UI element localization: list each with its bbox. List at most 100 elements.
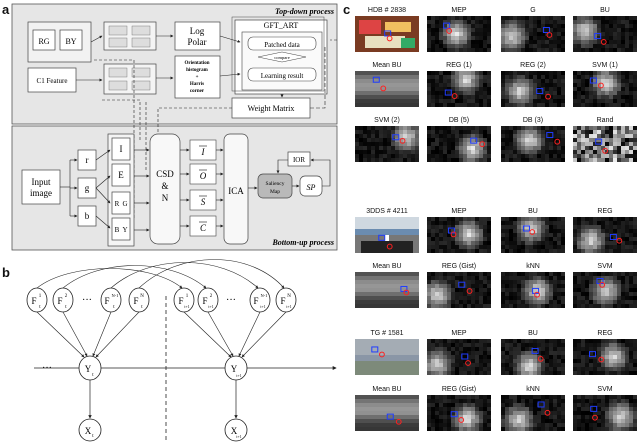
saliency-map-image xyxy=(427,272,491,308)
result-map-label: BU xyxy=(528,330,538,337)
ica-box xyxy=(223,133,249,245)
svg-text:CSD: CSD xyxy=(156,169,174,179)
svg-text:Learning result: Learning result xyxy=(261,72,304,80)
predicted-fixation-marker xyxy=(384,30,392,37)
svg-text:t+1: t+1 xyxy=(286,304,291,309)
svg-text:Orientation: Orientation xyxy=(185,61,210,66)
svg-text:&: & xyxy=(161,181,168,191)
ior-box xyxy=(287,151,311,167)
predicted-fixation-marker xyxy=(594,33,602,40)
bottom-up-title: Bottom-up process xyxy=(271,238,334,247)
panel-letter-c: c xyxy=(343,2,351,17)
svg-text:I: I xyxy=(120,144,123,154)
predicted-fixation-marker xyxy=(532,287,540,294)
human-fixation-marker xyxy=(534,291,540,298)
human-fixation-marker xyxy=(380,85,387,92)
predicted-fixation-marker xyxy=(588,351,596,358)
svg-text:F: F xyxy=(133,296,138,306)
human-fixation-marker xyxy=(529,229,536,235)
human-fixation-marker xyxy=(386,35,393,42)
svg-text:F: F xyxy=(253,296,258,306)
result-map-label: BU xyxy=(600,7,610,14)
learning-result-box xyxy=(247,67,317,82)
svg-text:t: t xyxy=(65,305,67,310)
svg-text:O: O xyxy=(200,171,207,181)
svg-text:F: F xyxy=(104,296,109,306)
svg-text:corner: corner xyxy=(190,89,205,94)
saliency-map-image xyxy=(501,272,565,308)
saliency-map-image xyxy=(355,126,419,162)
predicted-fixation-marker xyxy=(461,353,469,360)
by-channel-box xyxy=(111,217,131,241)
saliency-map-image xyxy=(501,16,565,52)
result-map-label: HDB # 2838 xyxy=(367,7,407,14)
rg-channel-box xyxy=(111,191,131,215)
human-fixation-marker xyxy=(466,288,473,294)
result-map-label: MEP xyxy=(451,7,467,14)
saliency-map-image xyxy=(355,71,419,107)
predicted-fixation-marker xyxy=(392,134,400,141)
result-map-label: Rand xyxy=(596,117,614,124)
predicted-fixation-marker xyxy=(542,27,550,34)
human-fixation-marker xyxy=(446,28,453,34)
predicted-fixation-marker xyxy=(531,347,539,354)
svg-text:X: X xyxy=(85,426,92,436)
svg-text:t+1: t+1 xyxy=(208,304,213,309)
human-fixation-marker xyxy=(479,141,486,148)
predicted-fixation-marker xyxy=(444,89,452,96)
predicted-fixation-marker xyxy=(609,233,617,240)
scene-image xyxy=(355,339,419,375)
result-map-label: Mean BU xyxy=(372,263,402,270)
patched-data-box xyxy=(247,36,317,51)
predicted-fixation-marker xyxy=(458,281,466,288)
predicted-fixation-marker xyxy=(450,411,458,418)
human-fixation-marker xyxy=(458,417,465,423)
predicted-fixation-marker xyxy=(536,88,544,95)
svg-text:BY: BY xyxy=(65,37,76,46)
svg-text:Map: Map xyxy=(270,189,280,195)
result-map-label: SVM xyxy=(597,263,613,270)
svg-text:histogram: histogram xyxy=(186,68,209,73)
panel-letter-b: b xyxy=(2,265,10,280)
svg-text:Log: Log xyxy=(190,26,205,36)
result-map-label: REG (1) xyxy=(446,62,472,69)
result-map-label: Mean BU xyxy=(372,62,402,69)
svg-text:t: t xyxy=(113,305,115,310)
saliency-map-image xyxy=(427,16,491,52)
predicted-fixation-marker xyxy=(595,138,603,145)
saliency-map-image xyxy=(427,71,491,107)
saliency-map-image xyxy=(573,126,637,162)
svg-text:+: + xyxy=(196,75,199,80)
saliency-map-image xyxy=(427,126,491,162)
svg-text:I: I xyxy=(201,147,206,157)
svg-text:compare: compare xyxy=(274,55,290,60)
human-fixation-marker xyxy=(379,351,385,358)
svg-text:t: t xyxy=(141,305,143,310)
human-fixation-marker xyxy=(537,356,544,362)
svg-text:C1 Feature: C1 Feature xyxy=(37,77,68,85)
saliency-map-image xyxy=(573,71,637,107)
svg-text:Weight Matrix: Weight Matrix xyxy=(248,104,295,113)
svg-text:···: ··· xyxy=(42,363,52,374)
svg-text:2: 2 xyxy=(65,294,68,299)
panel-b-graphical-model: ··· F 1 t F 2 t ··· F N-1 t F N t F 1 t+… xyxy=(26,259,337,442)
human-fixation-marker xyxy=(399,137,406,144)
predicted-fixation-marker xyxy=(371,346,379,353)
saliency-map-image xyxy=(427,339,491,375)
rg-box xyxy=(32,29,56,51)
input-image-box xyxy=(21,169,61,205)
conspicuity-maps: I O S C xyxy=(189,139,217,237)
saliency-map-image xyxy=(573,339,637,375)
result-map-label: REG xyxy=(597,208,613,215)
result-map-label: SVM (1) xyxy=(592,62,618,69)
svg-text:t+1: t+1 xyxy=(236,373,241,378)
result-map-label: MEP xyxy=(451,330,467,337)
predicted-fixation-marker xyxy=(546,131,554,138)
saliency-map-image xyxy=(573,272,637,308)
svg-text:F: F xyxy=(202,296,207,306)
svg-text:N-1: N-1 xyxy=(261,293,268,298)
scene-image xyxy=(355,217,419,253)
predicted-fixation-marker xyxy=(589,77,597,84)
svg-text:ICA: ICA xyxy=(228,186,244,196)
